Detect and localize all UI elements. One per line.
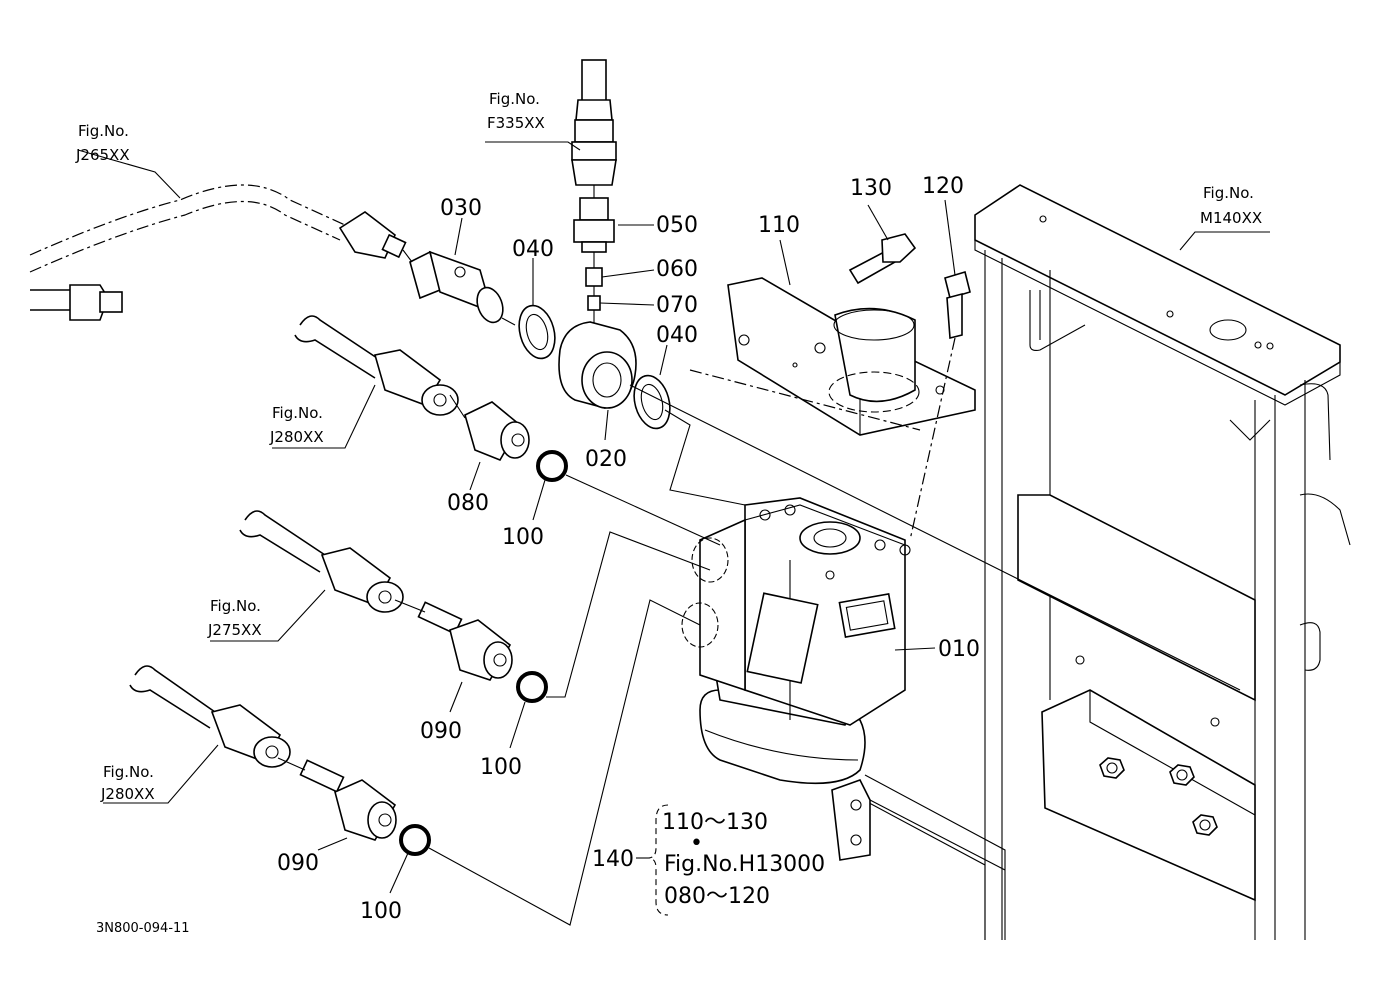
frame-structure (831, 184, 1351, 940)
washer-040-lower (633, 374, 671, 430)
callout-100-upper: 100 (502, 525, 544, 550)
kit-line-1: 110～130 (662, 810, 768, 835)
o-ring-100-upper (536, 450, 568, 482)
hex-nut-icon (1192, 814, 1218, 836)
callout-070: 070 (656, 293, 698, 318)
callout-110: 110 (758, 213, 800, 238)
washer-040-upper (518, 304, 556, 360)
callout-120: 120 (922, 174, 964, 199)
fig-ref-j265: J265XX (75, 146, 130, 164)
adaptor-050 (573, 197, 615, 253)
bolt-130 (848, 233, 917, 285)
steering-valve-010 (681, 497, 911, 785)
fig-ref-f335: F335XX (487, 114, 545, 132)
fig-ref-label: Fig.No. (103, 763, 154, 781)
hose-j280-lower (129, 665, 291, 768)
adaptor-090-upper (417, 601, 513, 681)
check-ball-070 (587, 295, 601, 311)
adaptor-080 (464, 401, 530, 462)
fig-ref-label: Fig.No. (272, 404, 323, 422)
fig-ref-m140: M140XX (1200, 209, 1262, 227)
callout-040-lower: 040 (656, 323, 698, 348)
fig-ref-label: Fig.No. (1203, 184, 1254, 202)
callout-010: 010 (938, 637, 980, 662)
bolt-120 (944, 270, 971, 340)
callout-050: 050 (656, 213, 698, 238)
kit-140-contents: 110～130 • Fig.No.H13000 080～120 (662, 810, 825, 909)
callout-090-upper: 090 (420, 719, 462, 744)
callout-labels: 030 040 050 060 070 040 020 080 100 090 … (277, 174, 980, 924)
fig-ref-label: Fig.No. (210, 597, 261, 615)
adaptor-090-lower (299, 759, 397, 841)
callout-030: 030 (440, 196, 482, 221)
leader-lines (77, 141, 1270, 916)
bracket-110 (727, 277, 976, 436)
fig-ref-label: Fig.No. (78, 122, 129, 140)
callout-040-upper: 040 (512, 237, 554, 262)
pipe-j265 (29, 184, 407, 321)
hose-j275 (239, 510, 404, 613)
swivel-block-020 (558, 321, 637, 409)
drawing-code: 3N800-094-11 (96, 921, 190, 936)
figure-references: Fig.No. J265XX Fig.No. F335XX Fig.No. M1… (75, 90, 1262, 803)
hex-nut-icon (1169, 764, 1195, 786)
callout-140: 140 (592, 847, 634, 872)
kit-line-3: 080～120 (664, 884, 770, 909)
callout-080: 080 (447, 491, 489, 516)
fig-ref-j280-lower: J280XX (100, 785, 155, 803)
fig-ref-label: Fig.No. (489, 90, 540, 108)
callout-090-lower: 090 (277, 851, 319, 876)
callout-100-lower: 100 (360, 899, 402, 924)
restrictor-060 (585, 267, 603, 287)
callout-100-middle: 100 (480, 755, 522, 780)
assembly-lines (277, 384, 1241, 926)
fig-ref-j275: J275XX (207, 621, 262, 639)
adaptor-030 (409, 250, 504, 324)
o-ring-100-lower (399, 824, 431, 856)
callout-130: 130 (850, 176, 892, 201)
kit-line-2: Fig.No.H13000 (664, 852, 825, 877)
callout-020: 020 (585, 447, 627, 472)
kit-bullet: • (690, 831, 703, 856)
o-ring-100-middle (516, 671, 548, 703)
fig-ref-j280-upper: J280XX (269, 428, 324, 446)
hose-f335 (571, 59, 617, 186)
hose-j280-upper (294, 315, 459, 416)
callout-060: 060 (656, 257, 698, 282)
hex-nut-icon (1099, 757, 1125, 779)
